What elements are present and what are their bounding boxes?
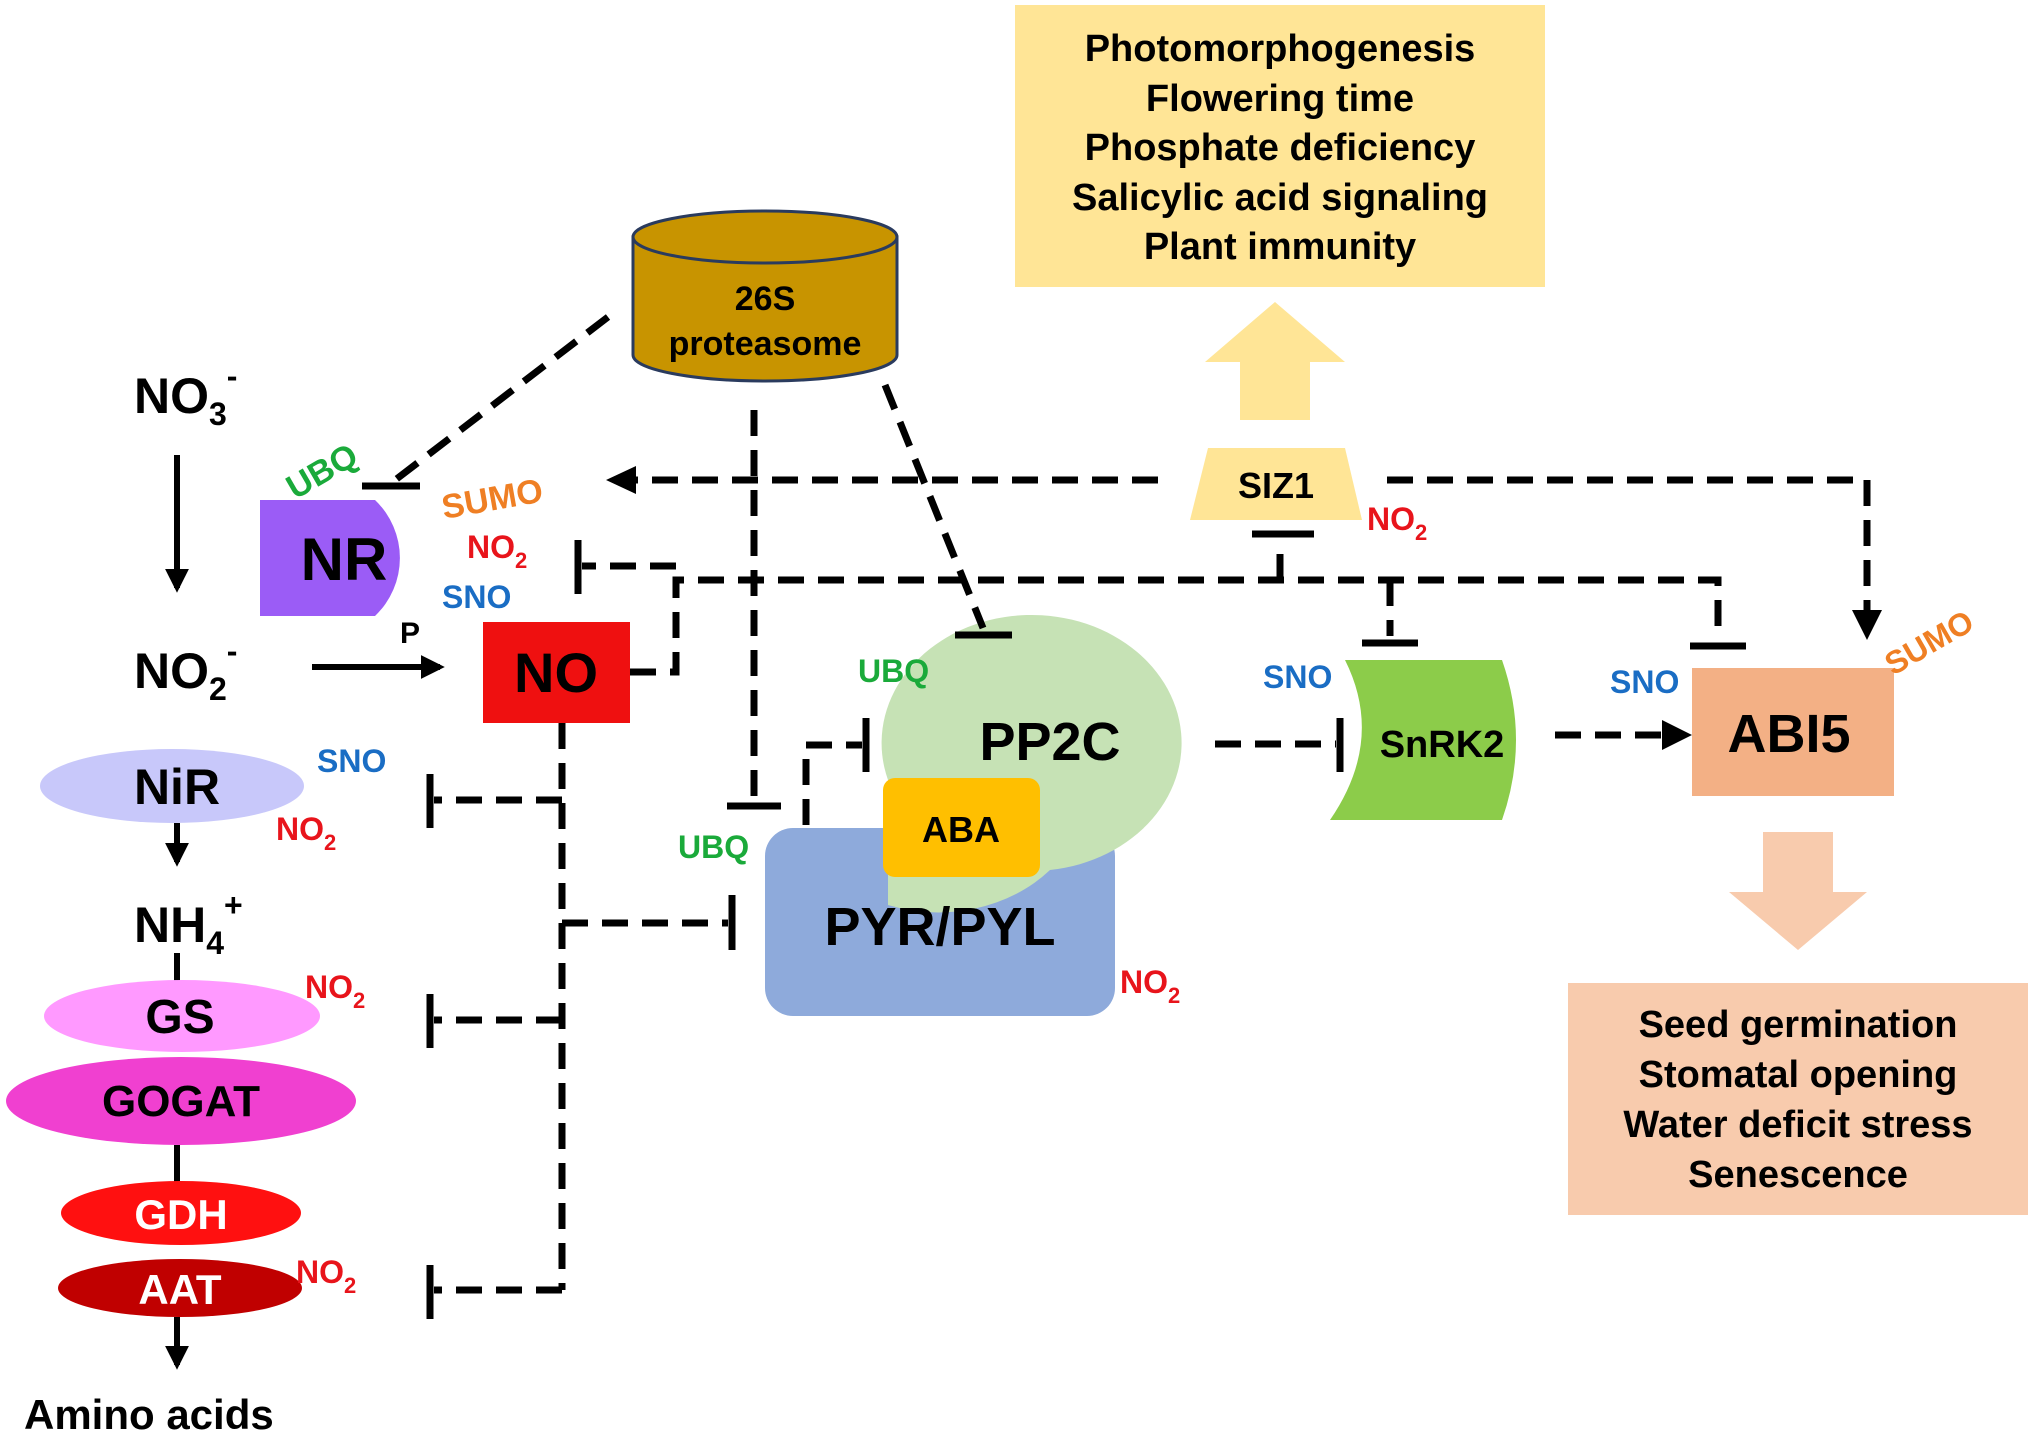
proteasome-top (631, 209, 899, 265)
nir-enzyme (40, 749, 304, 823)
siz1-label: SIZ1 (1238, 465, 1314, 506)
top-outcome-text: Photomorphogenesis Flowering time Phosph… (1072, 28, 1488, 268)
arrow-head (1662, 720, 1692, 750)
amino-acids-label: Amino acids (24, 1391, 274, 1436)
ubq-label: UBQ (858, 653, 929, 689)
sno-label: SNO (442, 579, 511, 615)
bottom-outcome-text: Seed germination Stomatal opening Water … (1623, 1004, 1972, 1196)
bottom-outcome-line: Stomatal opening (1639, 1054, 1958, 1096)
top-outcome-line: Photomorphogenesis (1085, 28, 1476, 70)
gdh-label: GDH (134, 1191, 227, 1238)
no-label: NO (514, 641, 598, 704)
top-outcome-line: Salicylic acid signaling (1072, 177, 1488, 219)
proteasome: 26S proteasome (631, 209, 899, 383)
proteasome-cylinder (631, 235, 899, 383)
pp2c-label: PP2C (979, 712, 1120, 772)
top-outcome-box (1015, 5, 1545, 287)
no2-label: NO2 (1120, 964, 1180, 1008)
bottom-outcome-line: Water deficit stress (1623, 1104, 1972, 1146)
nir-label: NiR (134, 759, 220, 815)
siz1-up-arrow (1205, 302, 1345, 420)
siz1-to-abi5-arrow (1387, 476, 1871, 610)
ubq-label: UBQ (678, 829, 749, 865)
pyr-pyl-label: PYR/PYL (824, 897, 1055, 957)
gs-enzyme (44, 980, 320, 1052)
proteasome-to-nr-inhibit (387, 314, 611, 487)
no2-label: NO2 (305, 969, 365, 1013)
abi5-factor (1692, 668, 1894, 796)
siz1-ligase (1190, 448, 1362, 520)
ammonium-label: NH4+ (134, 887, 243, 961)
aat-enzyme (58, 1259, 302, 1317)
no-to-upper-network-inhibit (630, 576, 1722, 676)
top-outcome-line: Phosphate deficiency (1085, 127, 1476, 169)
no2-label: NO2 (1367, 501, 1427, 545)
no2-label: NO2 (276, 811, 336, 855)
gogat-enzyme (6, 1057, 356, 1145)
arrow-head (1852, 610, 1882, 640)
proteasome-to-pp2c-inhibit (881, 383, 987, 630)
bottom-outcome-line: Senescence (1688, 1154, 1908, 1196)
no-box (483, 622, 630, 723)
top-outcome-line: Plant immunity (1144, 226, 1416, 268)
sno-label: SNO (317, 743, 386, 779)
no2-label: NO2 (467, 529, 527, 573)
nr-enzyme (260, 500, 400, 616)
pyr-to-pp2c-inhibit (802, 741, 862, 825)
phosphorylation-label: P (400, 617, 420, 650)
sumo-label: SUMO (439, 472, 546, 527)
proteasome-label: proteasome (669, 325, 862, 363)
sno-label: SNO (1263, 659, 1332, 695)
aat-label: AAT (138, 1266, 222, 1313)
arrow-head (606, 466, 636, 494)
nitrite-label: NO2- (134, 633, 237, 707)
bottom-outcome-box (1568, 983, 2028, 1215)
top-outcome-line: Flowering time (1146, 78, 1414, 120)
nr-label: NR (301, 526, 388, 593)
gogat-label: GOGAT (102, 1077, 260, 1126)
no2-label: NO2 (296, 1254, 356, 1298)
snrk2-kinase (1330, 660, 1516, 820)
aba-label: ABA (922, 809, 1000, 850)
abi5-down-arrow (1729, 832, 1867, 950)
abi5-label: ABI5 (1727, 704, 1850, 764)
gdh-enzyme (61, 1181, 301, 1245)
nitrate-label: NO3- (134, 358, 237, 432)
sumo-label: SUMO (1879, 603, 1980, 682)
ubq-label: UBQ (280, 436, 364, 507)
snrk2-label: SnRK2 (1380, 724, 1505, 766)
gs-label: GS (145, 991, 214, 1044)
proteasome-label: 26S (735, 280, 796, 318)
aba-hormone (883, 778, 1040, 877)
bottom-outcome-line: Seed germination (1639, 1004, 1958, 1046)
sno-label: SNO (1610, 664, 1679, 700)
